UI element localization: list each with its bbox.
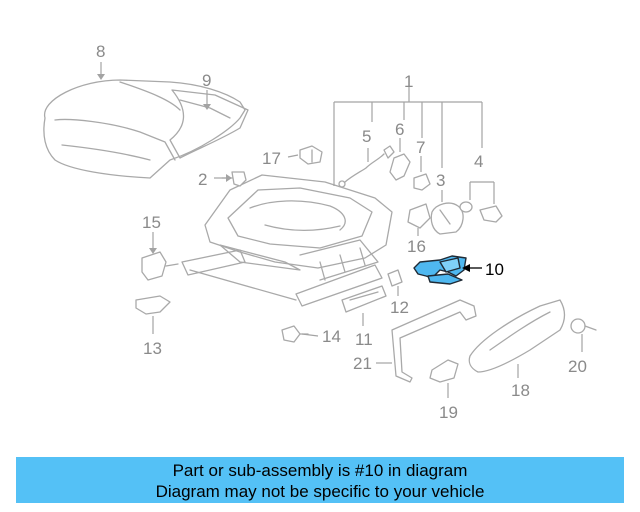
callout-4: 4 — [474, 152, 483, 171]
callout-11: 11 — [355, 330, 373, 349]
banner-line-2: Diagram may not be specific to your vehi… — [155, 482, 485, 501]
callout-13: 13 — [143, 339, 162, 358]
callout-18: 18 — [511, 381, 530, 400]
callout-7: 7 — [416, 138, 425, 157]
part-9-cushion-cover — [169, 89, 249, 159]
part-5-cable — [338, 145, 395, 188]
part-15-latch — [141, 251, 179, 281]
callout-20: 20 — [568, 357, 587, 376]
callout-15: 15 — [142, 213, 161, 232]
part-8-cushion-pad — [43, 79, 246, 179]
callout-1: 1 — [404, 72, 413, 91]
callout-21: 21 — [353, 354, 372, 373]
part-7-knob — [413, 173, 431, 191]
callout-6: 6 — [395, 120, 404, 139]
callout-3: 3 — [436, 171, 445, 190]
callout-8: 8 — [96, 42, 105, 61]
part-10-highlighted — [413, 255, 467, 285]
part-2-bolt — [221, 171, 247, 187]
banner-line-1: Part or sub-assembly is #10 in diagram — [172, 461, 468, 480]
part-16-bracket — [407, 203, 431, 229]
part-12-plate — [387, 269, 403, 287]
leader-lines — [97, 62, 583, 398]
info-banner: Part or sub-assembly is #10 in diagram D… — [16, 457, 624, 503]
seat-frame — [181, 174, 393, 307]
part-17-clip — [299, 145, 323, 165]
part-4-fasteners — [459, 201, 503, 223]
callout-2: 2 — [198, 170, 207, 189]
callout-17: 17 — [262, 149, 281, 168]
part-19-clip — [429, 359, 459, 383]
part-13-bracket — [135, 295, 171, 315]
callout-12: 12 — [390, 298, 409, 317]
part-21-rod — [391, 299, 477, 383]
part-11-side-cover — [341, 285, 387, 313]
callout-5: 5 — [362, 127, 371, 146]
part-3-motor — [430, 202, 464, 235]
callout-10: 10 — [485, 260, 504, 279]
callout-19: 19 — [439, 403, 458, 422]
part-20-knob — [570, 318, 597, 334]
callout-14: 14 — [322, 327, 341, 346]
callout-9: 9 — [202, 71, 211, 90]
part-6-switch — [389, 153, 411, 181]
callout-16: 16 — [407, 237, 426, 256]
part-18-shield — [468, 299, 566, 373]
